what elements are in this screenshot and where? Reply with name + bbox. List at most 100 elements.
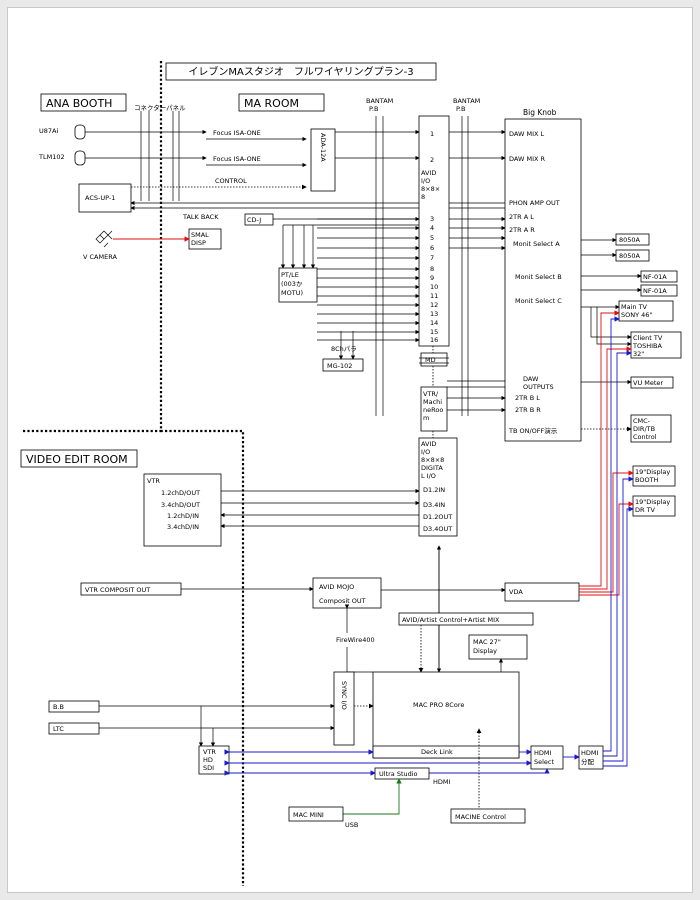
monit-select-c: Monit Select C: [515, 297, 562, 305]
speaker-nf01a: NF-01A: [643, 273, 667, 281]
ana-booth-box: [40, 93, 127, 112]
channel-number: 5: [430, 234, 434, 242]
ma-room-label: MA ROOM: [244, 97, 299, 110]
ltc-box: LTC: [53, 725, 64, 733]
video-edit-room-label: VIDEO EDIT ROOM: [26, 453, 128, 466]
channel-number: 10: [430, 283, 438, 291]
daw-outputs: DAW: [523, 375, 539, 383]
hdmi-dist: HDMI: [581, 749, 599, 757]
main-tv: Main TV: [621, 303, 648, 311]
bch-label: 8Chパラ: [331, 345, 357, 353]
display-booth: BOOTH: [635, 476, 659, 484]
firewire-label: FireWire400: [336, 636, 375, 644]
pt-le: (003か: [281, 280, 303, 288]
channel-number: 14: [430, 319, 438, 327]
camera-icon: [95, 230, 113, 248]
pt-le: PT/LE: [281, 271, 299, 279]
v-camera-label: V CAMERA: [83, 253, 117, 261]
mac27: MAC 27": [473, 638, 501, 646]
macine-control: MACINE Control: [455, 813, 506, 821]
speaker-8050a: 8050A: [619, 252, 641, 260]
vtr-machine: Machi: [423, 398, 442, 406]
avid-io2: L I/O: [421, 472, 436, 480]
tr-b-l: 2TR B L: [515, 394, 540, 402]
mg-102: MG-102: [327, 362, 352, 370]
pt-le: MOTU): [281, 289, 303, 297]
ada-12a-box: [310, 128, 336, 192]
tr-a-l: 2TR A L: [509, 213, 534, 221]
avid-io2-port: D1.2IN: [423, 486, 445, 494]
vtr-label: VTR: [147, 477, 160, 485]
vtr-port: 3.4chD/OUT: [161, 501, 200, 509]
mic-label-1: U87Ai: [39, 127, 58, 135]
tr-b-r: 2TR B R: [515, 406, 541, 414]
control-label: CONTROL: [215, 177, 247, 185]
acs-label: ACS-UP-1: [85, 194, 115, 202]
deck-link: Deck Link: [421, 748, 453, 756]
room-divider: [159, 61, 245, 886]
channel-number: 9: [430, 274, 434, 282]
avid-io2: AVID: [421, 440, 436, 448]
hdmi-dist: 分配: [581, 757, 595, 766]
bantam-label: P.B: [456, 105, 465, 113]
vtr-port: 1.2chD/IN: [167, 512, 199, 520]
monit-select-a: Monit Select A: [513, 240, 560, 248]
video-edit-room-box: [20, 449, 138, 468]
tr-a-r: 2TR A R: [509, 226, 535, 234]
avid-io2-port: D3.4OUT: [423, 525, 452, 533]
avid-mojo: AVID MOJO: [319, 583, 354, 591]
tb-onoff: TB ON/OFF演示: [508, 426, 558, 435]
small-disp: SMAL: [191, 231, 209, 239]
channel-number: 2: [430, 156, 434, 164]
bantam-label: P.B: [369, 105, 378, 113]
avid-mojo: Composit OUT: [319, 597, 366, 605]
avid-io2-port: D1.2OUT: [423, 513, 452, 521]
diagram-page: イレブンMAスタジオ フルワイヤリングプラン-3 ANA BOOTH MA RO…: [7, 7, 693, 893]
channel-number: 8: [430, 265, 434, 273]
channel-number: 1: [430, 130, 434, 138]
channel-number: 7: [430, 254, 434, 262]
preamp-label-1: Focus ISA-ONE: [213, 129, 261, 137]
vtr-hd: SDI: [203, 764, 214, 772]
channel-number: 15: [430, 328, 438, 336]
artist-control: AVID/Artist Control+Artist MIX: [402, 616, 500, 624]
sync-io: SYNC I/O: [340, 681, 348, 710]
mac-pro: MAC PRO 8Core: [413, 701, 464, 709]
title-box: [165, 62, 437, 81]
vda: VDA: [509, 588, 523, 596]
client-tv: TOSHIBA: [632, 342, 662, 350]
channel-number: 16: [430, 336, 438, 344]
avid-io2: I/O: [421, 448, 430, 456]
bantam-label: BANTAM: [453, 97, 480, 105]
small-disp: DISP: [191, 239, 206, 247]
daw-outputs: OUTPUTS: [523, 383, 554, 391]
avid-io2: DIGITA: [421, 464, 443, 472]
vtr-machine: neRoo: [423, 406, 443, 414]
cmc-control: CMC-: [633, 417, 651, 425]
cmc-control: Control: [633, 433, 657, 441]
phon-amp-out: PHON AMP OUT: [509, 199, 560, 207]
ma-room-box: [238, 93, 325, 112]
talk-back-label: TALK BACK: [182, 213, 219, 221]
bb-box: B.B: [53, 703, 64, 711]
mac-mini: MAC MINI: [293, 811, 324, 819]
channel-number: 6: [430, 244, 434, 252]
channel-lines: [317, 216, 506, 343]
vtr-composit: VTR COMPOSIT OUT: [85, 586, 150, 594]
diagram-title: イレブンMAスタジオ フルワイヤリングプラン-3: [188, 65, 413, 78]
avid-io-box: [418, 115, 450, 347]
big-knob-box: [504, 118, 582, 442]
acs-up-1-box: [78, 183, 132, 213]
channel-number: 12: [430, 301, 438, 309]
channel-number: 3: [430, 215, 434, 223]
big-knob-label: Big Knob: [523, 108, 557, 117]
ana-booth-label: ANA BOOTH: [46, 97, 112, 110]
speaker-nf01a: NF-01A: [643, 287, 667, 295]
daw-mix-l: DAW MIX L: [509, 130, 545, 138]
usb-label: USB: [345, 821, 358, 829]
md-box: MD: [425, 356, 436, 364]
monit-select-b: Monit Select B: [515, 273, 562, 281]
client-tv: Client TV: [633, 334, 663, 342]
vtr-port: 3.4chD/IN: [167, 523, 199, 531]
